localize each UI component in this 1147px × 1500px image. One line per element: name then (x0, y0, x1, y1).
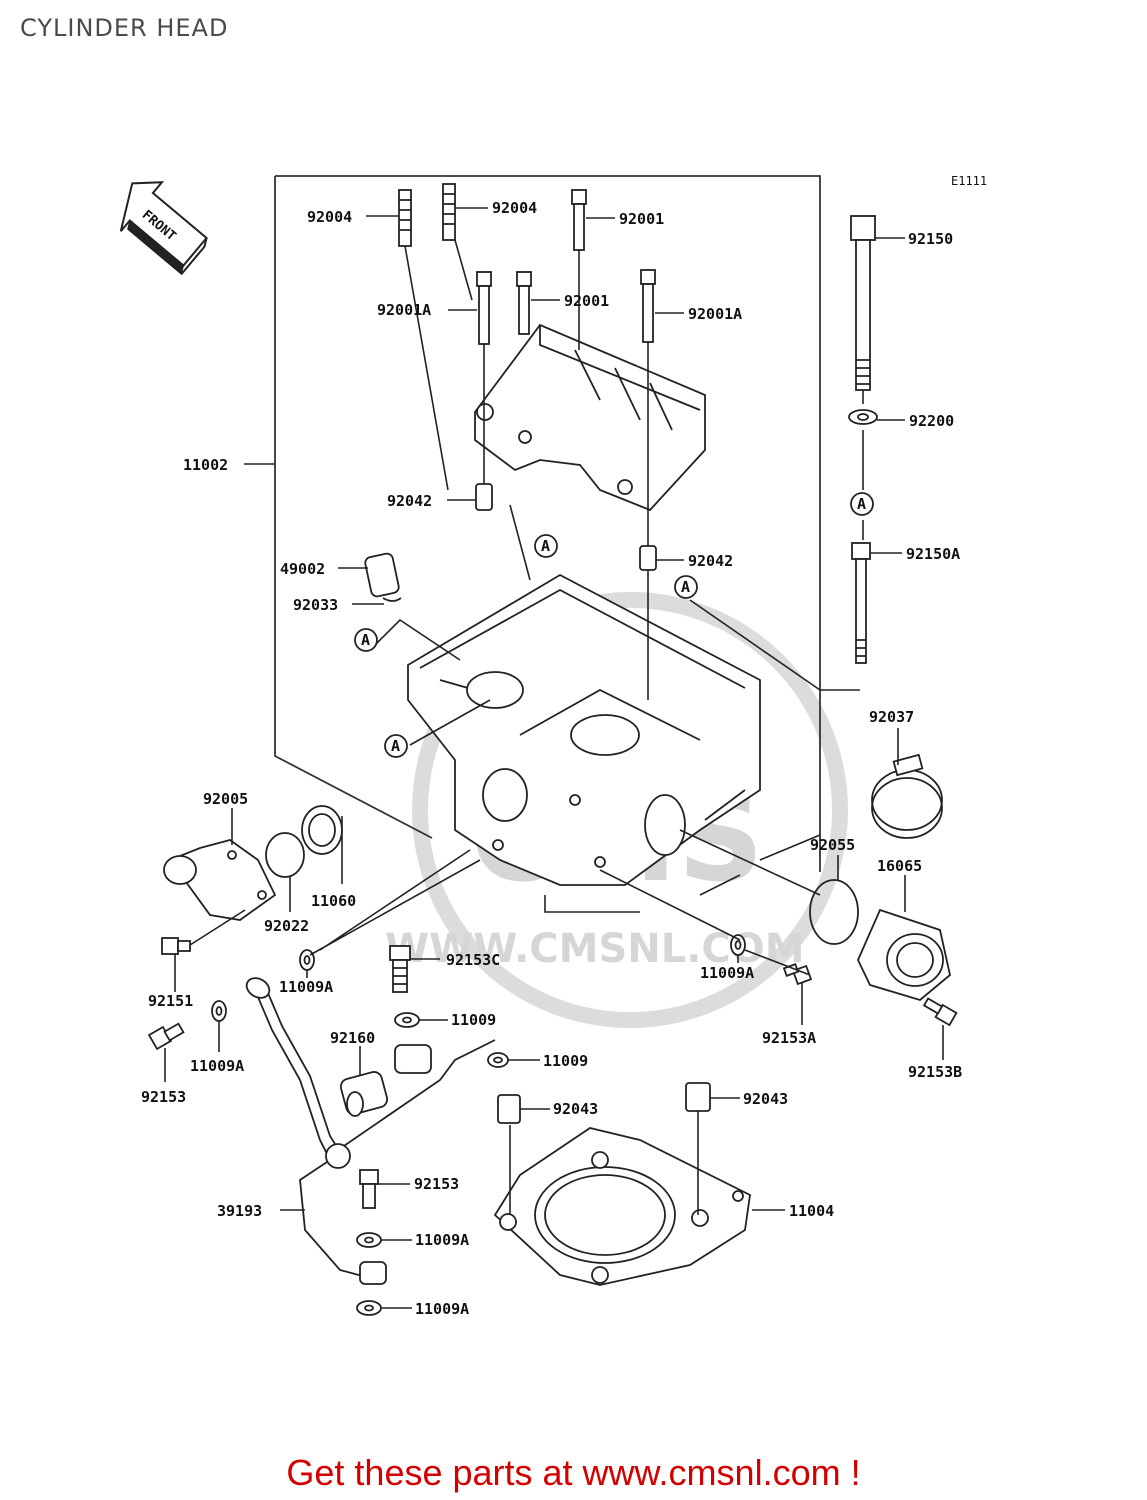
part-label-92042: 92042 (688, 552, 733, 570)
pipe-49002-icon (364, 552, 402, 602)
part-label-11009A: 11009A (279, 978, 333, 996)
part-label-92153B: 92153B (908, 1063, 962, 1081)
part-label-92037: 92037 (869, 708, 914, 726)
ref-marker-label: A (361, 631, 370, 649)
bolt-92150-icon (848, 215, 878, 425)
part-label-92001A: 92001A (377, 301, 431, 319)
part-label-11009A: 11009A (415, 1300, 469, 1318)
part-label-92033: 92033 (293, 596, 338, 614)
part-label-11009: 11009 (451, 1011, 496, 1029)
part-label-92001A: 92001A (688, 305, 742, 323)
part-label-92153: 92153 (414, 1175, 459, 1193)
ref-marker-icons (354, 492, 874, 758)
part-label-11009: 11009 (543, 1052, 588, 1070)
o-ring-92022-icon (265, 832, 305, 878)
gasket-11004-icon (493, 1127, 751, 1286)
part-label-92153: 92153 (141, 1088, 186, 1106)
bolt-92153-left-icon (147, 1022, 185, 1051)
ref-marker-label: A (391, 737, 400, 755)
part-label-92004: 92004 (307, 208, 352, 226)
oil-pipe-39193-icon (245, 977, 496, 1285)
clamp-92037-icon (871, 753, 943, 839)
part-label-92150: 92150 (908, 230, 953, 248)
part-label-92042: 92042 (387, 492, 432, 510)
front-arrow-icon: FRONT (119, 181, 208, 276)
part-label-92005: 92005 (203, 790, 248, 808)
assembly-frame (274, 175, 821, 872)
bolt-92001-icon (476, 189, 656, 345)
part-label-11060: 11060 (311, 892, 356, 910)
part-label-92153A: 92153A (762, 1029, 816, 1047)
fitting-92005-icon (163, 839, 277, 921)
footer-promo-link[interactable]: Get these parts at www.cmsnl.com ! (286, 1452, 861, 1493)
part-labels: 92004 92004 92001 92001A 92001 92001A 92… (141, 199, 962, 1318)
part-label-11009A: 11009A (190, 1057, 244, 1075)
holder-16065-icon (857, 908, 951, 1002)
bolt-92153B-icon (922, 997, 958, 1027)
part-label-11009A: 11009A (700, 964, 754, 982)
part-label-92151: 92151 (148, 992, 193, 1010)
cylinder-head-body-icon (407, 573, 761, 886)
o-ring-92055-icon (809, 879, 859, 945)
part-label-16065: 16065 (877, 857, 922, 875)
part-label-92200: 92200 (909, 412, 954, 430)
part-label-11009A: 11009A (415, 1231, 469, 1249)
part-label-92001: 92001 (564, 292, 609, 310)
part-label-92160: 92160 (330, 1029, 375, 1047)
camshaft-cap-icon (474, 323, 706, 512)
exploded-parts-diagram: CMS WWW.CMSNL.COM E1111 FRONT (119, 174, 987, 1318)
bolt-92150A-icon (851, 542, 871, 664)
leader-lines (164, 207, 944, 1309)
ref-marker-label: A (681, 578, 690, 596)
diagram-code: E1111 (951, 174, 987, 188)
ref-marker-label: A (541, 537, 550, 555)
part-label-49002: 49002 (280, 560, 325, 578)
washer-icons (211, 934, 746, 1316)
gasket-11060-icon (301, 805, 343, 855)
stud-92004-icon (398, 183, 456, 247)
part-label-92022: 92022 (264, 917, 309, 935)
part-label-92043: 92043 (743, 1090, 788, 1108)
part-label-92055: 92055 (810, 836, 855, 854)
dowel-92043-icon (497, 1082, 711, 1124)
bolt-92153-lower-icon (359, 1169, 379, 1209)
page-title: CYLINDER HEAD (20, 14, 229, 42)
ref-marker-label: A (857, 495, 866, 513)
part-label-92153C: 92153C (446, 951, 500, 969)
part-label-39193: 39193 (217, 1202, 262, 1220)
part-label-92043: 92043 (553, 1100, 598, 1118)
part-label-11004: 11004 (789, 1202, 834, 1220)
part-label-92150A: 92150A (906, 545, 960, 563)
part-label-11002: 11002 (183, 456, 228, 474)
part-label-92001: 92001 (619, 210, 664, 228)
part-label-92004: 92004 (492, 199, 537, 217)
bolt-92151-icon (161, 937, 191, 955)
bolt-92153C-icon (389, 945, 411, 993)
banjo-92160-icon (339, 1071, 389, 1117)
